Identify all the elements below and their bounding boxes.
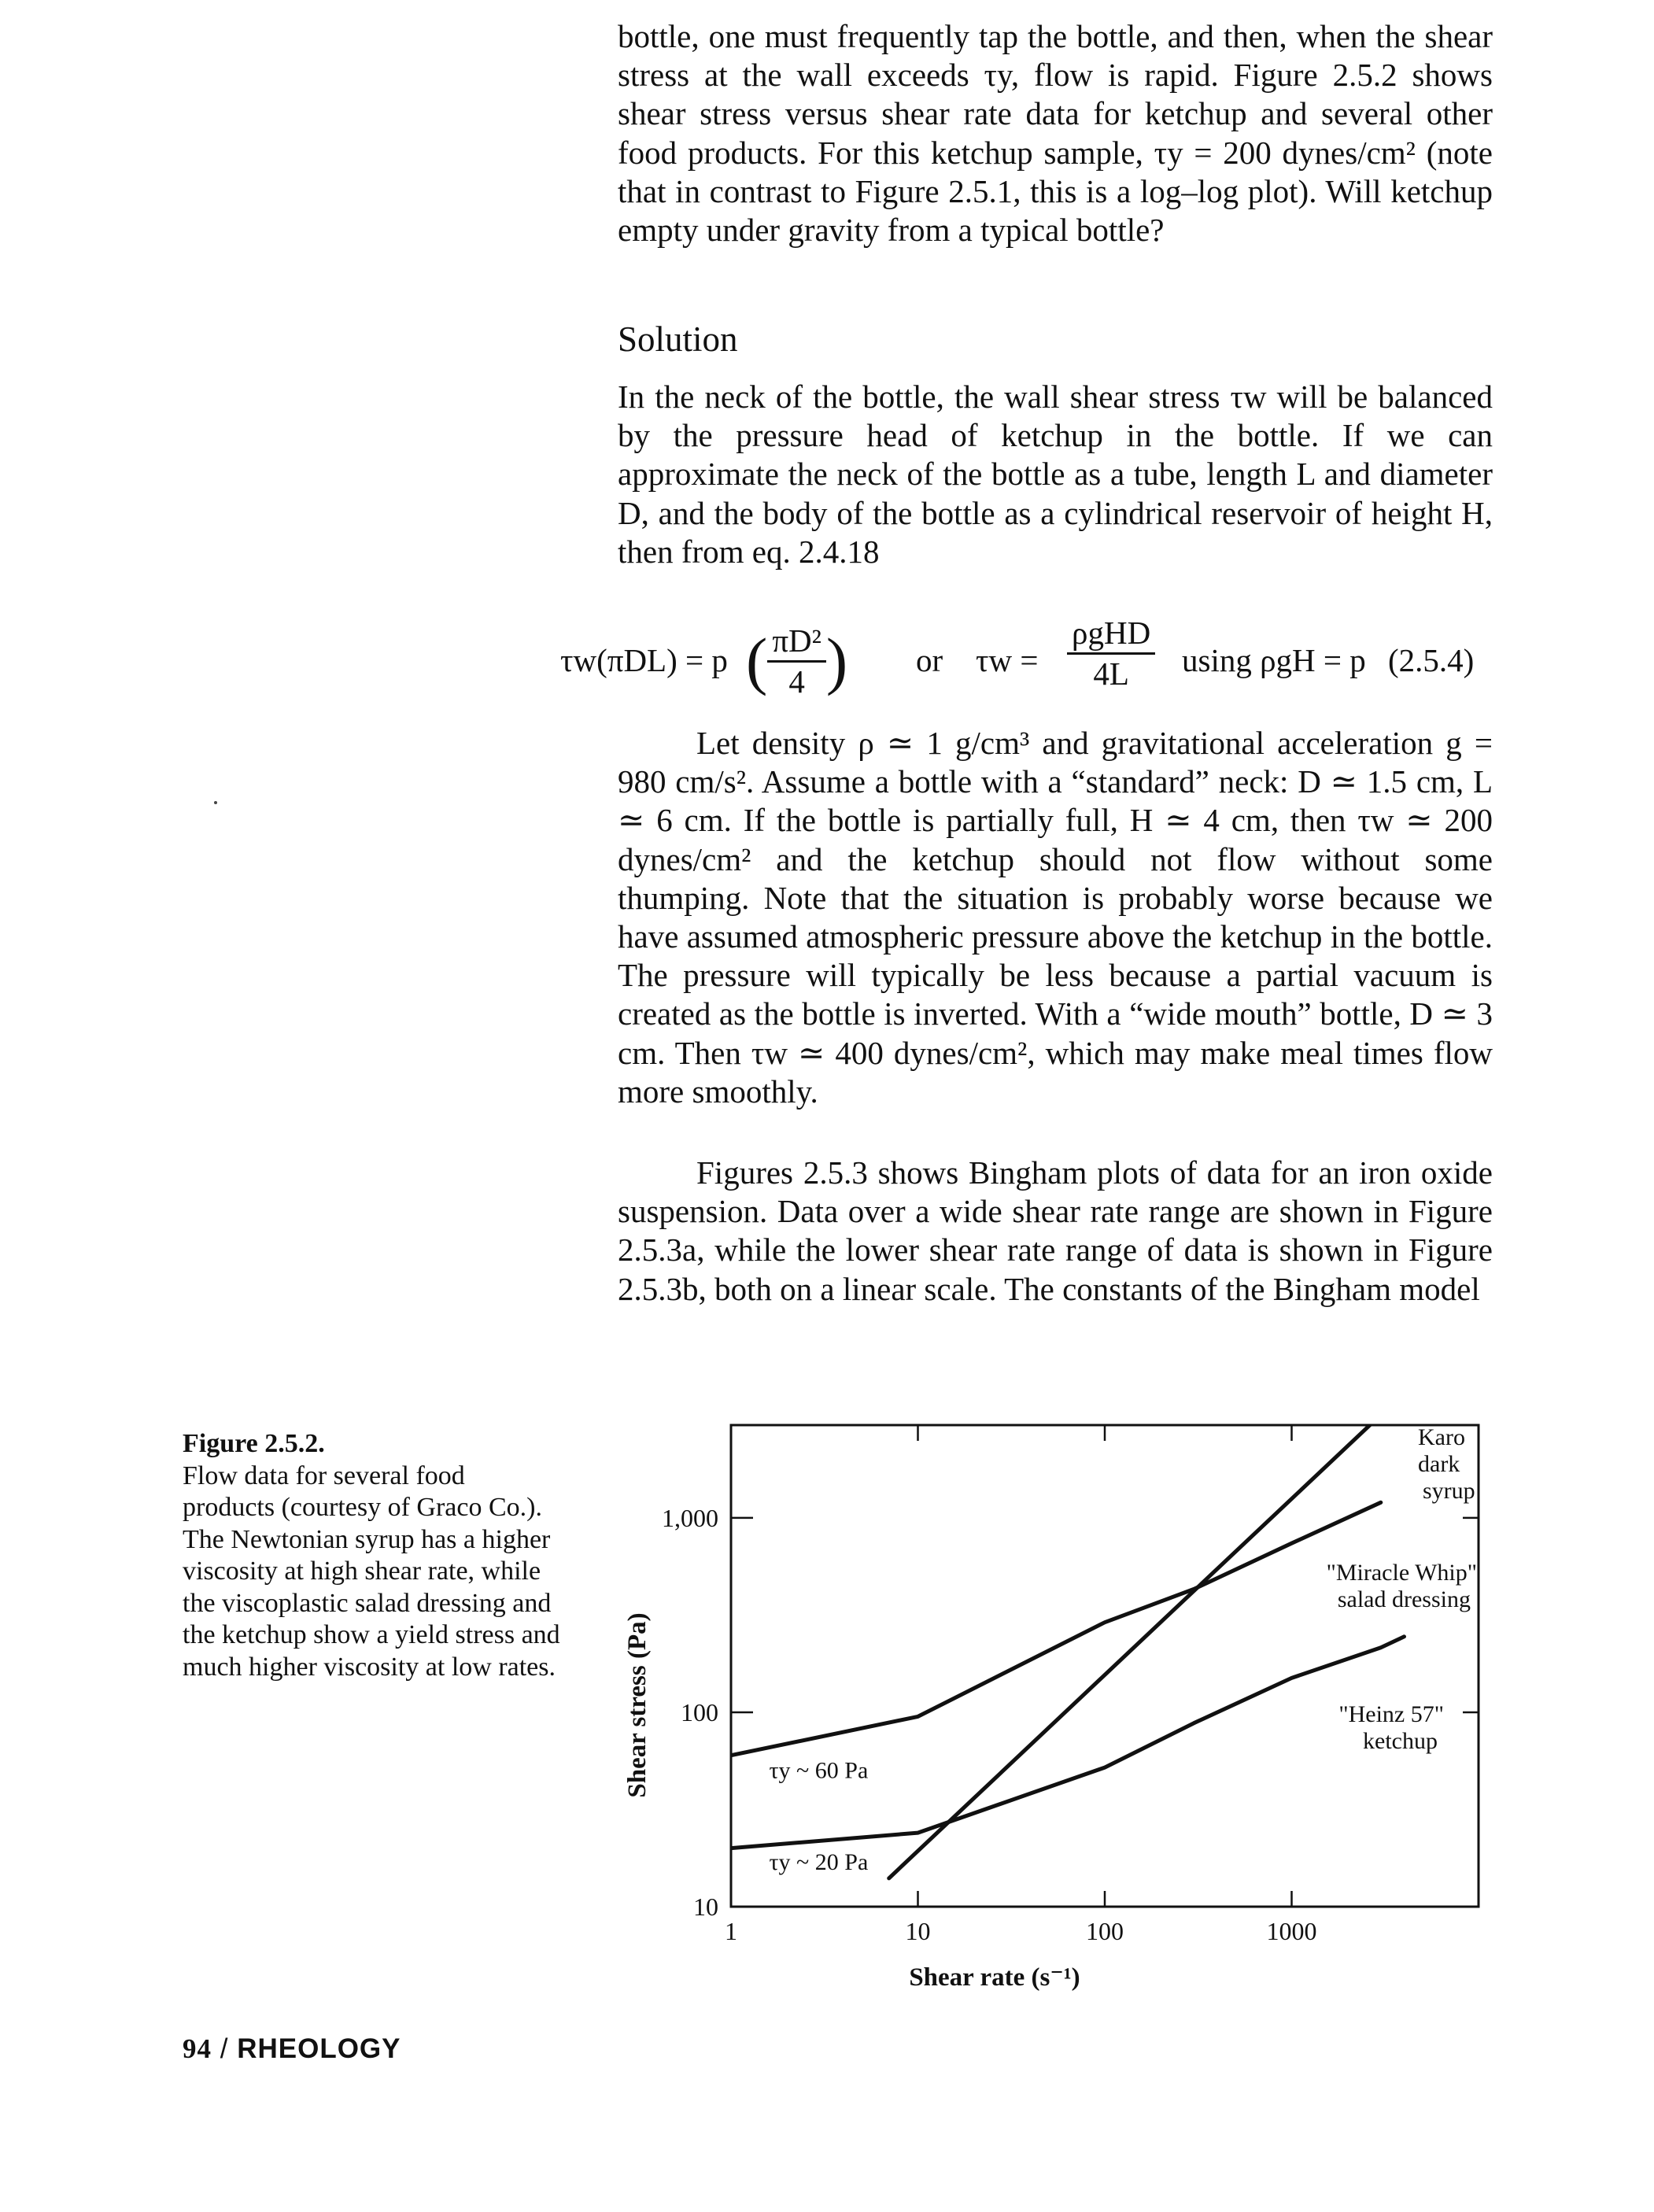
body-column: bottle, one must frequently tap the bott… [618, 17, 1493, 249]
page-number: 94 [183, 2033, 212, 2064]
bingham-block: Figures 2.5.3 shows Bingham plots of dat… [618, 1154, 1493, 1309]
caption-title: Figure 2.5.2. [183, 1429, 325, 1458]
yield-stress-annotation: τy ~ 60 Pa [769, 1757, 868, 1783]
y-tick-label: 10 [693, 1893, 718, 1921]
discussion-block: Let density ρ ≃ 1 g/cm³ and gravitationa… [618, 724, 1493, 1111]
paragraph-discussion: Let density ρ ≃ 1 g/cm³ and gravitationa… [618, 725, 1493, 1110]
equation-number: (2.5.4) [1388, 642, 1475, 678]
equation-or: or [916, 642, 943, 678]
equation-tau-w: τw = [976, 642, 1039, 678]
series-label-line: "Heinz 57" [1338, 1701, 1444, 1727]
x-tick-label: 1 [725, 1917, 737, 1945]
frac1-denominator: 4 [788, 663, 805, 700]
equation-lhs: τw(πDL) = p [560, 642, 728, 678]
karo-syrup-line [887, 1425, 1373, 1881]
series-label-line: salad dressing [1338, 1586, 1471, 1612]
frac2-denominator: 4L [1093, 655, 1129, 692]
series-label-line: Karo [1418, 1424, 1465, 1450]
equation-using: using ρgH = p [1182, 642, 1366, 678]
figure-caption: Figure 2.5.2. Flow data for several food… [183, 1428, 560, 1683]
x-tick-label: 10 [906, 1917, 931, 1945]
page-footer: 94 / RHEOLOGY [183, 2033, 401, 2065]
solution-text: In the neck of the bottle, the wall shea… [618, 378, 1493, 571]
yield-stress-annotation: τy ~ 20 Pa [769, 1849, 868, 1875]
solution-block: Solution [618, 319, 1493, 360]
axis-ticks [729, 1425, 1479, 1908]
frac2-numerator: ρgHD [1067, 614, 1156, 655]
footer-separator: / [220, 2033, 229, 2064]
y-tick-label: 100 [681, 1698, 718, 1726]
solution-heading: Solution [618, 319, 738, 359]
series-label-line: ketchup [1363, 1728, 1438, 1754]
series-label-line: "Miracle Whip" [1327, 1560, 1477, 1586]
caption-text: Flow data for several food products (cou… [183, 1461, 560, 1682]
x-tick-label: 100 [1086, 1917, 1124, 1945]
y-tick-label: 1,000 [662, 1504, 718, 1532]
heinz-ketchup-line [731, 1634, 1406, 1851]
paragraph-bingham: Figures 2.5.3 shows Bingham plots of dat… [618, 1154, 1493, 1307]
footer-section: RHEOLOGY [237, 2033, 401, 2064]
series-label-line: dark [1418, 1451, 1460, 1477]
miracle-whip-line [731, 1500, 1383, 1758]
series-lines [731, 1425, 1406, 1881]
stray-mark [214, 801, 217, 804]
plot-frame [729, 1424, 1480, 1908]
x-axis-title: Shear rate (s⁻¹) [909, 1963, 1080, 1991]
series-label-line: syrup [1423, 1478, 1475, 1504]
x-tick-label: 1000 [1267, 1917, 1317, 1945]
paragraph-solution: In the neck of the bottle, the wall shea… [618, 379, 1493, 570]
frac1-numerator: πD² [767, 622, 826, 663]
paragraph-intro: bottle, one must frequently tap the bott… [618, 18, 1493, 249]
y-axis-title: Shear stress (Pa) [623, 1612, 652, 1797]
